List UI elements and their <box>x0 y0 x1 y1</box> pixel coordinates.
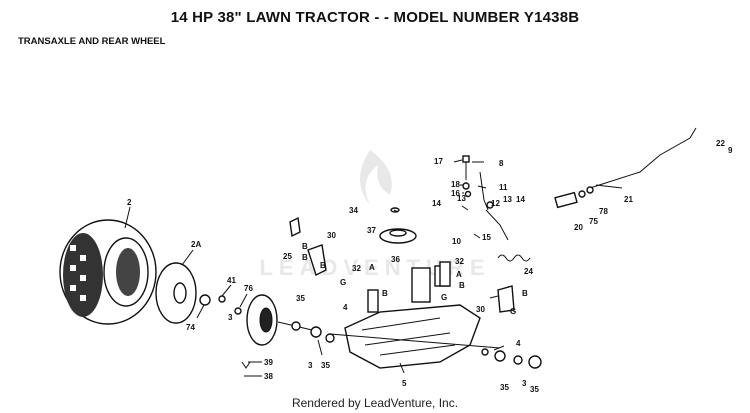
callout-35-left-top: 35 <box>296 294 305 303</box>
callout-21: 21 <box>624 195 633 204</box>
callout-2: 2 <box>127 198 132 207</box>
callout-20: 20 <box>574 223 583 232</box>
callout-4-right: 4 <box>516 339 521 348</box>
callout-22: 22 <box>716 139 725 148</box>
callout-75: 75 <box>589 217 598 226</box>
callout-76: 76 <box>244 284 253 293</box>
callout-11: 11 <box>499 183 508 192</box>
callout-a-left: A <box>369 263 375 272</box>
section-title: TRANSAXLE AND REAR WHEEL <box>18 36 166 47</box>
callout-35-right-b: 35 <box>530 385 539 394</box>
callout-b-1: B <box>302 242 308 251</box>
callout-5: 5 <box>402 379 407 388</box>
callout-24: 24 <box>524 267 533 276</box>
callout-g-right: G <box>441 293 447 302</box>
bracket-32 <box>367 289 379 313</box>
callout-9: 9 <box>728 146 733 155</box>
callout-14-right: 14 <box>516 195 525 204</box>
callout-39: 39 <box>264 358 273 367</box>
callout-3-right: 3 <box>522 379 527 388</box>
callout-4-left: 4 <box>343 303 348 312</box>
callout-36: 36 <box>391 255 400 264</box>
shift-rod <box>554 127 697 209</box>
callout-14-left: 14 <box>432 199 441 208</box>
callout-a-right: A <box>456 270 462 279</box>
callout-12: 12 <box>491 199 500 208</box>
callout-10: 10 <box>452 237 461 246</box>
page-title: 14 HP 38" LAWN TRACTOR - - MODEL NUMBER … <box>170 9 580 26</box>
callout-b-right: B <box>459 281 465 290</box>
callout-32-left: 32 <box>352 264 361 273</box>
shift-lever <box>462 155 509 241</box>
callout-b-far: B <box>522 289 528 298</box>
callout-37: 37 <box>367 226 376 235</box>
callout-g-far: G <box>510 307 516 316</box>
callout-13-right: 13 <box>503 195 512 204</box>
callout-3-left: 3 <box>308 361 313 370</box>
callout-30-right: 30 <box>476 305 485 314</box>
callout-32-right: 32 <box>455 257 464 266</box>
callout-3-brake: 3 <box>228 313 233 322</box>
callout-labels: 2 2A 41 74 76 25 30 B B B 35 35 39 38 3 … <box>127 139 733 394</box>
callout-35-right-a: 35 <box>500 383 509 392</box>
callout-38: 38 <box>264 372 273 381</box>
callout-13-left: 13 <box>457 194 466 203</box>
brake-disc <box>246 294 278 346</box>
leader-lines <box>124 159 623 377</box>
callout-35-left: 35 <box>321 361 330 370</box>
callout-8: 8 <box>499 159 504 168</box>
spring <box>497 254 531 262</box>
callout-18: 18 <box>451 180 460 189</box>
callout-30-left: 30 <box>327 231 336 240</box>
callout-b-3: B <box>320 261 326 270</box>
callout-25: 25 <box>283 252 292 261</box>
callout-15: 15 <box>482 233 491 242</box>
callout-g-left: G <box>340 278 346 287</box>
callout-2a: 2A <box>191 240 201 249</box>
rear-tire <box>59 219 157 325</box>
callout-41: 41 <box>227 276 236 285</box>
callout-b-mid: B <box>382 289 388 298</box>
bracket-30 <box>307 244 327 276</box>
callout-17: 17 <box>434 157 443 166</box>
spacer-74 <box>199 294 211 306</box>
callout-16: 16 <box>451 189 460 198</box>
footer-credit: Rendered by LeadVenture, Inc. <box>291 396 459 410</box>
callout-34: 34 <box>349 206 358 215</box>
pulley <box>379 228 417 244</box>
callout-78: 78 <box>599 207 608 216</box>
callout-b-2: B <box>302 253 308 262</box>
callout-74: 74 <box>186 323 195 332</box>
transaxle-housing <box>329 265 501 369</box>
